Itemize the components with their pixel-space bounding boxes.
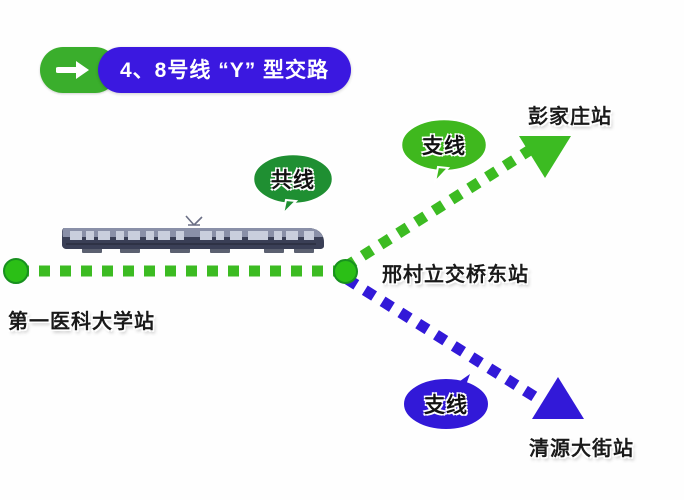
station-marker-first-medical-university[interactable] (3, 258, 29, 284)
callout-branch-south-shape (402, 374, 490, 431)
callout-branch-north-shape (399, 117, 489, 186)
station-label-first-medical-university: 第一医科大学站 (8, 311, 155, 333)
station-marker-pengjiazhuang[interactable] (519, 136, 571, 178)
branch-north-line (342, 145, 533, 272)
callout-trunk: 共线 (250, 151, 336, 218)
station-label-xingcun-interchange-east: 邢村立交桥东站 (382, 264, 529, 286)
station-label-pengjiazhuang: 彭家庄站 (528, 106, 612, 128)
station-marker-xingcun-interchange-east[interactable] (333, 259, 358, 284)
metro-train-illustration (62, 215, 324, 253)
station-label-qingyuan-street: 清源大街站 (529, 438, 634, 460)
branch-south-line (344, 274, 543, 405)
title-text-pill: 4、8号线 “Y” 型交路 (98, 47, 352, 93)
callout-branch-north: 支线 (398, 117, 490, 186)
callout-branch-south: 支线 (400, 373, 492, 435)
title-label: 4、8号线 “Y” 型交路 (120, 58, 330, 82)
callout-trunk-shape (251, 152, 335, 218)
arrow-right-icon (56, 61, 89, 79)
station-marker-qingyuan-street[interactable] (532, 377, 584, 419)
